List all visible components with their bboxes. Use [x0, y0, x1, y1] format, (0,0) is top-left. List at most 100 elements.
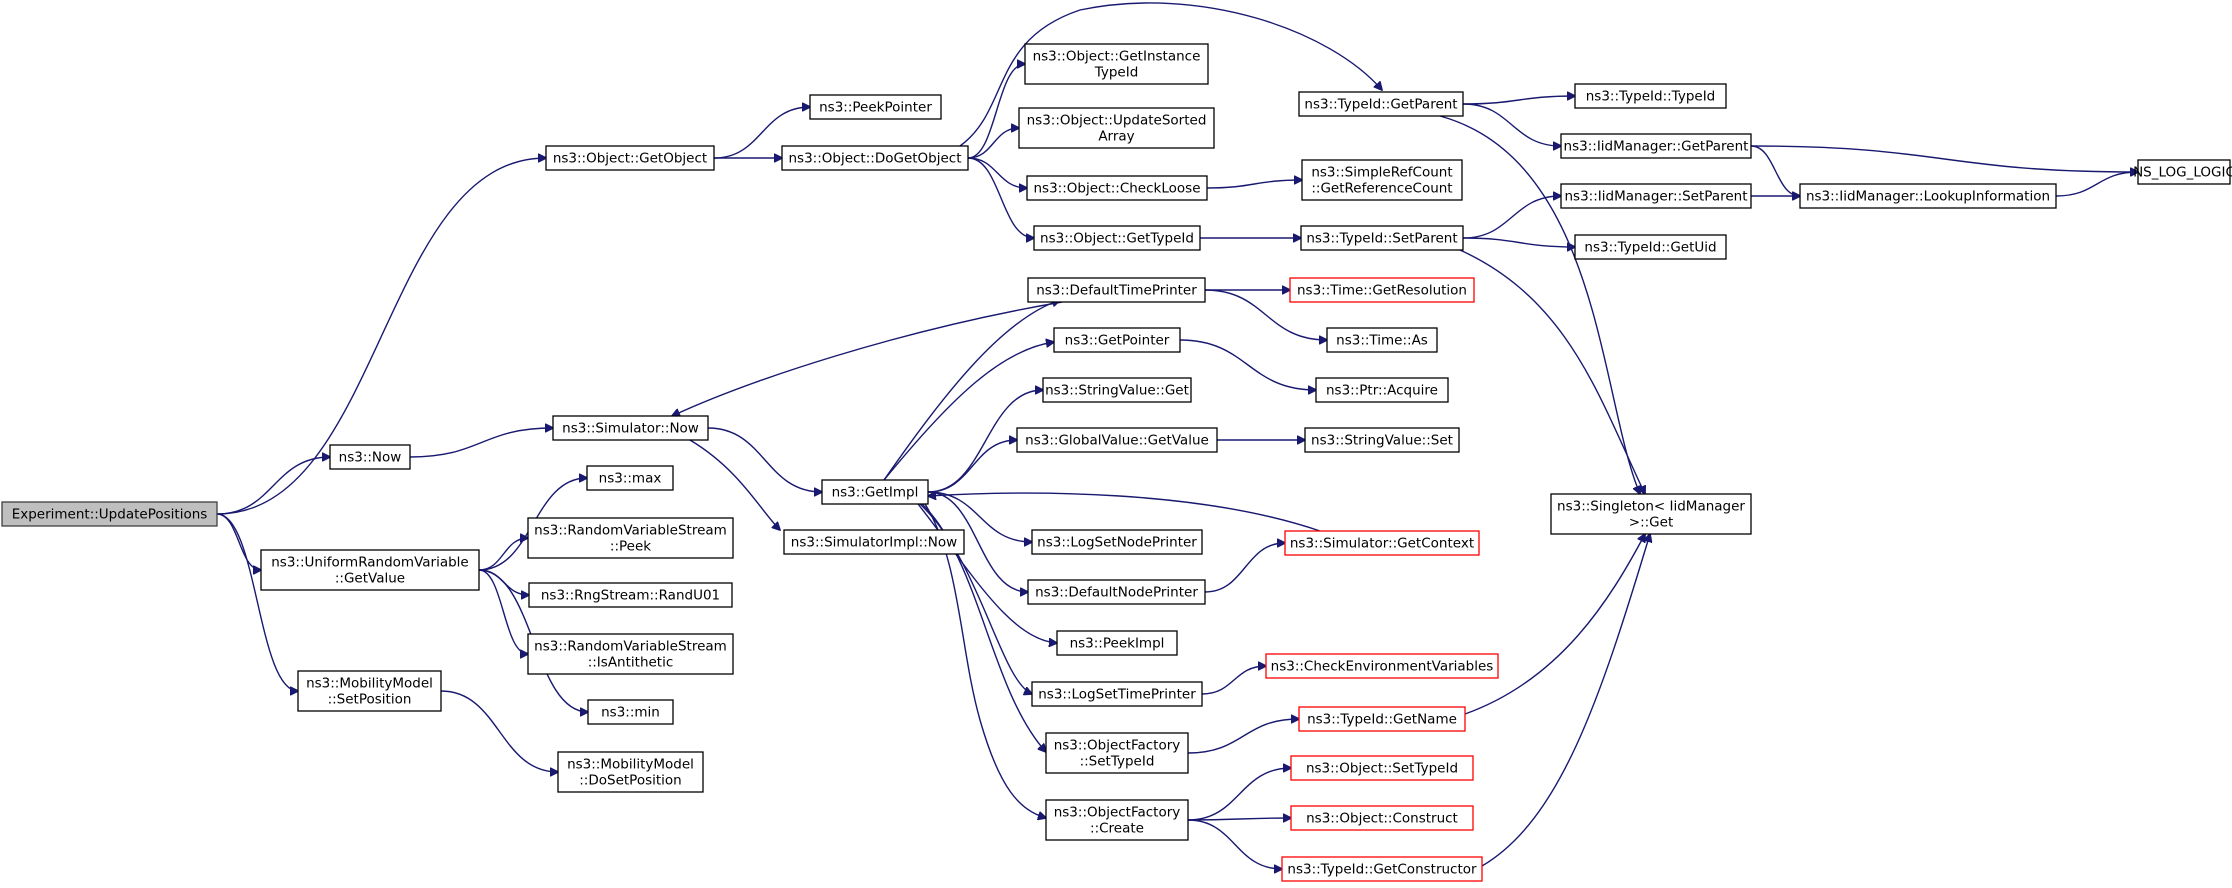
node-ptr-acquire[interactable]: ns3::Ptr::Acquire — [1315, 377, 1449, 403]
node-obj-gettypeid[interactable]: ns3::Object::GetTypeId — [1033, 225, 1201, 251]
edge-sim_getcontext-to-getimpl — [928, 493, 1321, 532]
node-box — [1304, 427, 1460, 453]
node-defaulttimeprinter[interactable]: ns3::DefaultTimePrinter — [1027, 277, 1206, 303]
node-time-getresolution[interactable]: ns3::Time::GetResolution — [1289, 277, 1475, 303]
nodes-layer: Experiment::UpdatePositionsns3::Object::… — [1, 43, 2232, 882]
edge-getimpl-to-defaultnodeprinter — [927, 491, 1028, 592]
node-label: ns3::RngStream::RandU01 — [541, 588, 720, 604]
node-of-create[interactable]: ns3::ObjectFactory::Create — [1045, 799, 1189, 841]
node-label: ns3::SimulatorImpl::Now — [791, 535, 957, 551]
node-label: ::GetValue — [335, 571, 405, 587]
node-label: ns3::CheckEnvironmentVariables — [1271, 659, 1494, 675]
node-label: ns3::UniformRandomVariable — [271, 555, 469, 571]
node-mm-setposition[interactable]: ns3::MobilityModel::SetPosition — [297, 670, 442, 712]
node-box — [1284, 530, 1480, 556]
node-box — [1301, 159, 1463, 201]
node-label: ns3::ObjectFactory — [1054, 805, 1181, 821]
node-of-settypeid[interactable]: ns3::ObjectFactory::SetTypeId — [1045, 732, 1189, 774]
node-dogetobject[interactable]: ns3::Object::DoGetObject — [781, 145, 969, 171]
node-iid-getparent[interactable]: ns3::IidManager::GetParent — [1560, 133, 1752, 159]
node-box — [1799, 183, 2057, 209]
edge-of_create-to-typeid_getconstructor — [1187, 819, 1282, 869]
node-iid-setparent[interactable]: ns3::IidManager::SetParent — [1560, 183, 1752, 209]
edge-now-to-sim_now — [409, 428, 553, 458]
edge-root-to-now — [216, 457, 330, 515]
node-peekpointer[interactable]: ns3::PeekPointer — [809, 94, 942, 120]
node-defaultnodeprinter[interactable]: ns3::DefaultNodePrinter — [1027, 579, 1206, 605]
node-mm-dosetposition[interactable]: ns3::MobilityModel::DoSetPosition — [557, 751, 704, 793]
node-singleton-get[interactable]: ns3::Singleton< IidManager>::Get — [1550, 493, 1752, 535]
node-time-as[interactable]: ns3::Time::As — [1326, 327, 1438, 353]
node-box — [1031, 529, 1203, 555]
node-sim-now[interactable]: ns3::Simulator::Now — [552, 415, 709, 441]
node-box — [1298, 91, 1464, 117]
node-stringvalue-get[interactable]: ns3::StringValue::Get — [1042, 377, 1192, 403]
node-iid-lookup[interactable]: ns3::IidManager::LookupInformation — [1799, 183, 2057, 209]
node-label: ns3::GetPointer — [1065, 333, 1170, 349]
node-getimpl[interactable]: ns3::GetImpl — [821, 479, 929, 505]
node-label: ns3::TypeId::TypeId — [1586, 89, 1716, 105]
node-typeid-getname[interactable]: ns3::TypeId::GetName — [1298, 706, 1466, 732]
node-typeid-setparent[interactable]: ns3::TypeId::SetParent — [1300, 225, 1464, 251]
node-simplerefcount[interactable]: ns3::SimpleRefCount::GetReferenceCount — [1301, 159, 1463, 201]
node-typeid-getconstructor[interactable]: ns3::TypeId::GetConstructor — [1281, 856, 1483, 882]
node-urv-getvalue[interactable]: ns3::UniformRandomVariable::GetValue — [260, 549, 480, 591]
node-obj-settypeid[interactable]: ns3::Object::SetTypeId — [1290, 755, 1474, 781]
node-logsetnodeprinter[interactable]: ns3::LogSetNodePrinter — [1031, 529, 1203, 555]
node-globalvalue-getvalue[interactable]: ns3::GlobalValue::GetValue — [1016, 427, 1218, 453]
node-now[interactable]: ns3::Now — [329, 444, 411, 470]
node-label: Experiment::UpdatePositions — [12, 507, 208, 523]
edge-dogetobject-to-updatesorted — [967, 128, 1019, 159]
node-box — [586, 465, 674, 491]
node-box — [552, 415, 709, 441]
edge-typeid_getparent-to-iid_getparent — [1462, 103, 1561, 146]
node-sim-getcontext[interactable]: ns3::Simulator::GetContext — [1284, 530, 1480, 556]
node-label: ns3::Object::GetInstance — [1033, 49, 1201, 65]
node-label: ns3::GetImpl — [832, 485, 919, 501]
node-label: ns3::StringValue::Set — [1311, 433, 1453, 449]
node-box — [1298, 706, 1466, 732]
node-stringvalue-set[interactable]: ns3::StringValue::Set — [1304, 427, 1460, 453]
node-randu01[interactable]: ns3::RngStream::RandU01 — [528, 582, 733, 608]
node-box — [1560, 133, 1752, 159]
node-label: ns3::IidManager::GetParent — [1564, 139, 1749, 155]
edge-dogetobject-to-typeid_getparent — [959, 2, 1382, 147]
node-root[interactable]: Experiment::UpdatePositions — [1, 501, 218, 527]
node-box — [329, 444, 411, 470]
node-label: ::Peek — [610, 539, 651, 555]
node-box — [1574, 83, 1727, 109]
node-box — [1326, 327, 1438, 353]
edge-typeid_setparent-to-typeid_getuid — [1462, 237, 1575, 247]
node-label: ns3::TypeId::GetUid — [1584, 240, 1716, 256]
node-logsettimeprinter[interactable]: ns3::LogSetTimePrinter — [1031, 681, 1203, 707]
node-rvs-isanti[interactable]: ns3::RandomVariableStream::IsAntithetic — [527, 633, 734, 675]
node-typeid-getparent[interactable]: ns3::TypeId::GetParent — [1298, 91, 1464, 117]
node-getobject[interactable]: ns3::Object::GetObject — [545, 145, 715, 171]
node-rvs-peek[interactable]: ns3::RandomVariableStream::Peek — [527, 517, 734, 559]
node-getpointer[interactable]: ns3::GetPointer — [1053, 327, 1181, 353]
node-checkenv[interactable]: ns3::CheckEnvironmentVariables — [1265, 653, 1499, 679]
node-peekimpl[interactable]: ns3::PeekImpl — [1056, 630, 1178, 656]
edge-typeid_getname-to-singleton_get — [1464, 534, 1645, 715]
node-box — [821, 479, 929, 505]
node-label: ns3::TypeId::SetParent — [1306, 231, 1457, 247]
node-obj-construct[interactable]: ns3::Object::Construct — [1290, 805, 1474, 831]
node-box — [1574, 234, 1727, 260]
node-label: Array — [1098, 129, 1134, 145]
node-min[interactable]: ns3::min — [587, 699, 674, 725]
node-typeid-getuid[interactable]: ns3::TypeId::GetUid — [1574, 234, 1727, 260]
node-box — [1026, 175, 1208, 201]
edge-dogetobject-to-checkloose — [967, 157, 1027, 188]
node-typeid-typeid[interactable]: ns3::TypeId::TypeId — [1574, 83, 1727, 109]
node-checkloose[interactable]: ns3::Object::CheckLoose — [1026, 175, 1208, 201]
node-ns-log-logic[interactable]: NS_LOG_LOGIC — [2133, 159, 2232, 185]
node-simimpl-now[interactable]: ns3::SimulatorImpl::Now — [783, 529, 965, 555]
node-max[interactable]: ns3::max — [586, 465, 674, 491]
node-box — [1315, 377, 1449, 403]
node-label: ::GetReferenceCount — [1311, 181, 1452, 197]
node-box — [587, 699, 674, 725]
node-label: ns3::SimpleRefCount — [1311, 165, 1452, 181]
node-box — [1031, 681, 1203, 707]
